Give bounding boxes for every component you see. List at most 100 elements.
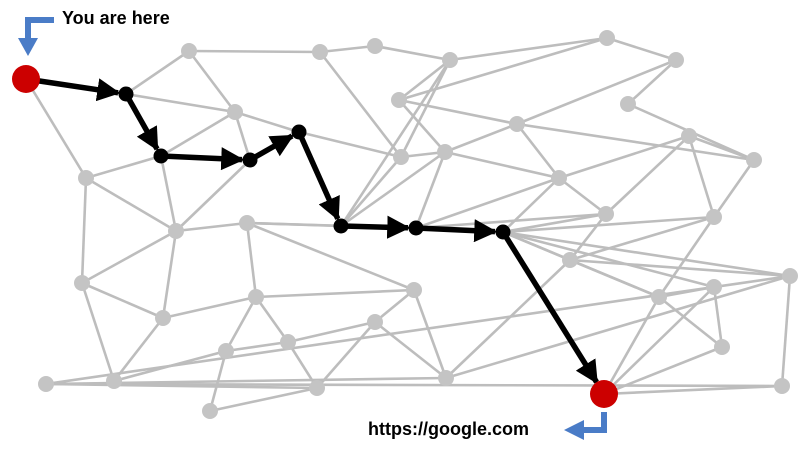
graph-edge xyxy=(399,59,452,158)
graph-edge xyxy=(657,216,716,298)
graph-edge xyxy=(340,156,402,227)
graph-node xyxy=(551,170,567,186)
graph-node xyxy=(437,144,453,160)
graph-edge xyxy=(414,151,447,229)
graph-edge xyxy=(234,110,300,134)
graph-edge xyxy=(161,230,178,319)
graph-node xyxy=(598,206,614,222)
end-label: https://google.com xyxy=(368,419,529,439)
graph-edge xyxy=(85,154,162,180)
graph-edge xyxy=(502,212,607,234)
end-marker-arrow-icon xyxy=(564,412,607,440)
graph-node xyxy=(181,43,197,59)
graph-edge xyxy=(24,78,88,179)
graph-node xyxy=(367,38,383,54)
graph-edge xyxy=(81,281,164,320)
graph-edge xyxy=(175,221,248,233)
graph-edge xyxy=(712,159,756,218)
end-node xyxy=(590,380,618,408)
graph-edge xyxy=(412,289,448,379)
graph-edge xyxy=(374,288,415,324)
route-arrow xyxy=(346,215,411,239)
graph-edge xyxy=(569,258,791,278)
graph-edge xyxy=(340,150,446,228)
graph-node xyxy=(168,223,184,239)
graph-edge xyxy=(80,282,116,382)
graph-edge xyxy=(569,258,660,299)
graph-edge xyxy=(568,213,608,261)
route-arrow xyxy=(253,133,295,160)
graph-node xyxy=(746,152,762,168)
graph-node xyxy=(442,52,458,68)
graph-node xyxy=(239,215,255,231)
graph-edge xyxy=(603,384,783,396)
graph-node xyxy=(312,44,328,60)
graph-node xyxy=(706,209,722,225)
graph-node xyxy=(391,92,407,108)
graph-node xyxy=(78,170,94,186)
graph-node xyxy=(406,282,422,298)
graph-edge xyxy=(85,176,177,233)
graph-edge xyxy=(125,92,236,114)
graph-edge xyxy=(339,59,452,227)
route-node xyxy=(118,86,134,102)
graph-edge xyxy=(627,59,677,105)
graph-edge xyxy=(444,150,560,180)
start-marker-arrow-icon xyxy=(18,17,54,56)
graph-edge xyxy=(449,36,608,62)
graph-edge xyxy=(415,212,607,230)
graph-node xyxy=(668,52,684,68)
graph-edge xyxy=(516,122,755,162)
graph-edge xyxy=(245,222,258,298)
route-node xyxy=(291,124,307,140)
graph-edge xyxy=(287,320,376,344)
graph-edge xyxy=(602,296,661,395)
graph-edge xyxy=(298,130,402,159)
route-node xyxy=(408,220,424,236)
route-path xyxy=(37,78,599,385)
graph-edge xyxy=(224,296,258,352)
graph-edge xyxy=(160,110,236,158)
graph-edge xyxy=(45,382,783,388)
graph-edge xyxy=(558,176,607,216)
graph-edge xyxy=(502,230,715,289)
graph-node xyxy=(438,370,454,386)
graph-edge xyxy=(516,58,677,126)
graph-node xyxy=(248,289,264,305)
graph-node xyxy=(599,30,615,46)
graph-edge xyxy=(318,51,403,158)
graph-node xyxy=(38,376,54,392)
graph-edge xyxy=(254,296,290,343)
graph-edge xyxy=(246,221,415,292)
graph-node xyxy=(280,334,296,350)
graph-node xyxy=(774,378,790,394)
graph-edge xyxy=(233,111,252,161)
route-node xyxy=(495,224,511,240)
graph-edge xyxy=(81,229,177,285)
graph-node xyxy=(706,279,722,295)
graph-edge xyxy=(780,275,792,387)
graph-node xyxy=(509,116,525,132)
route-node xyxy=(333,218,349,234)
graph-node xyxy=(227,104,243,120)
graph-node xyxy=(367,314,383,330)
graph-nodes xyxy=(38,30,798,419)
graph-node xyxy=(155,310,171,326)
graph-edge xyxy=(688,134,755,162)
graph-node xyxy=(651,289,667,305)
graph-edge xyxy=(569,215,715,262)
graph-node xyxy=(782,268,798,284)
graph-edge xyxy=(255,288,415,299)
graph-edge xyxy=(112,317,165,382)
graph-node xyxy=(393,149,409,165)
graph-edge xyxy=(502,230,791,278)
graph-edge xyxy=(175,159,251,232)
graph-edge xyxy=(162,295,257,320)
graph-edge xyxy=(159,155,178,232)
graph-node xyxy=(681,128,697,144)
graph-node xyxy=(202,403,218,419)
route-arrow xyxy=(421,219,498,243)
graph-edge xyxy=(445,259,571,379)
graph-edge xyxy=(398,58,451,102)
